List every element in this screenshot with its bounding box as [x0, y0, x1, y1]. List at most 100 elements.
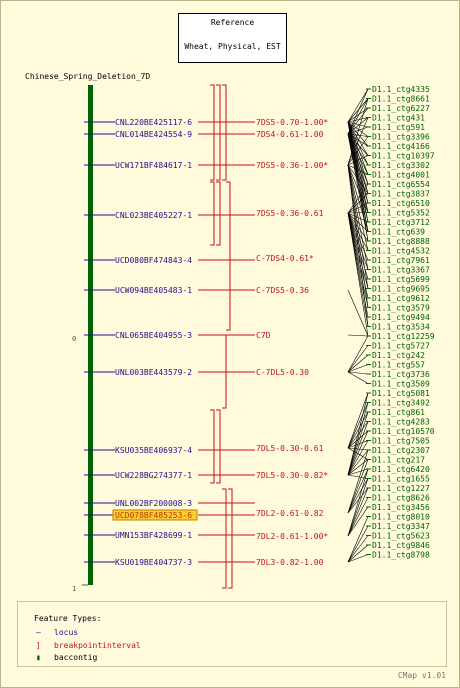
- breakpoint-label[interactable]: 7DS5-0.70-1.00*: [256, 118, 328, 127]
- contig-label[interactable]: D1.1_ctg3492: [372, 399, 430, 408]
- breakpoint-label[interactable]: 7DS5-0.36-0.61: [256, 209, 324, 218]
- correspondence-line: [347, 121, 369, 175]
- breakpoint-interval[interactable]: [222, 488, 227, 589]
- breakpoint-label[interactable]: 7DL5-0.30-0.61: [256, 444, 324, 453]
- reference-box[interactable]: Reference Wheat, Physical, EST: [178, 13, 287, 63]
- contig-label[interactable]: D1.1_ctg5081: [372, 389, 430, 398]
- contig-label[interactable]: D1.1_ctg4532: [372, 247, 430, 256]
- locus-label[interactable]: UCD080BF474843-4: [115, 256, 192, 265]
- contig-label[interactable]: D1.1_ctg861: [372, 408, 425, 417]
- correspondence-line: [347, 334, 369, 337]
- breakpoint-interval[interactable]: [210, 181, 215, 246]
- breakpoint-label[interactable]: 7DS5-0.36-1.00*: [256, 161, 328, 170]
- contig-label[interactable]: D1.1_ctg9494: [372, 313, 430, 322]
- contig-label[interactable]: D1.1_ctg7961: [372, 256, 430, 265]
- correspondence-line: [347, 440, 369, 476]
- locus-label[interactable]: CNL065BE404955-3: [115, 331, 192, 340]
- locus-label[interactable]: CNL014BE424554-9: [115, 130, 192, 139]
- locus-label[interactable]: UNL003BE443579-2: [115, 368, 192, 377]
- breakpoint-interval[interactable]: [222, 84, 227, 181]
- contig-label[interactable]: D1.1_ctg8798: [372, 551, 430, 560]
- contig-label[interactable]: D1.1_ctg3302: [372, 161, 430, 170]
- locus-label[interactable]: CNL220BE425117-6: [115, 118, 192, 127]
- contig-label[interactable]: D1.1_ctg1655: [372, 475, 430, 484]
- contig-label[interactable]: D1.1_ctg217: [372, 456, 425, 465]
- breakpoint-interval[interactable]: [216, 409, 221, 484]
- contig-label[interactable]: D1.1_ctg6227: [372, 104, 430, 113]
- locus-label[interactable]: UCW171BF484617-1: [115, 161, 192, 170]
- locus-label[interactable]: UCW228BG274377-1: [115, 471, 192, 480]
- correspondence-line: [347, 126, 369, 135]
- map-title[interactable]: Chinese_Spring_Deletion_7D: [25, 72, 151, 81]
- breakpoint-label[interactable]: C-7DS5-0.36: [256, 286, 309, 295]
- correspondence-line: [347, 133, 369, 194]
- contig-label[interactable]: D1.1_ctg3367: [372, 266, 430, 275]
- contig-label[interactable]: D1.1_ctg6420: [372, 465, 430, 474]
- correspondence-line: [347, 487, 369, 514]
- contig-label[interactable]: D1.1_ctg557: [372, 361, 425, 370]
- locus-label[interactable]: UMN153BF428699-1: [115, 531, 192, 540]
- contig-label[interactable]: D1.1_ctg639: [372, 228, 425, 237]
- contig-label[interactable]: D1.1_ctg7505: [372, 437, 430, 446]
- breakpoint-label[interactable]: C7D: [256, 331, 271, 340]
- contig-label[interactable]: D1.1_ctg10570: [372, 427, 435, 436]
- contig-label[interactable]: D1.1_ctg3396: [372, 133, 430, 142]
- contig-label[interactable]: D1.1_ctg12259: [372, 332, 435, 341]
- correspondence-line: [347, 371, 369, 384]
- contig-label[interactable]: D1.1_ctg8661: [372, 95, 430, 104]
- contig-label[interactable]: D1.1_ctg4335: [372, 85, 430, 94]
- contig-label[interactable]: D1.1_ctg5623: [372, 532, 430, 541]
- breakpoint-label[interactable]: 7DL5-0.30-0.82*: [256, 471, 328, 480]
- breakpoint-interval[interactable]: [210, 409, 215, 484]
- contig-label[interactable]: D1.1_ctg6510: [372, 199, 430, 208]
- breakpoint-interval[interactable]: [222, 334, 227, 409]
- contig-label[interactable]: D1.1_ctg5699: [372, 275, 430, 284]
- breakpoint-interval[interactable]: [216, 84, 221, 181]
- breakpoint-interval[interactable]: [210, 84, 215, 181]
- contig-label[interactable]: D1.1_ctg8010: [372, 513, 430, 522]
- contig-label[interactable]: D1.1_ctg431: [372, 114, 425, 123]
- contig-label[interactable]: D1.1_ctg5727: [372, 342, 430, 351]
- contig-label[interactable]: D1.1_ctg3534: [372, 323, 430, 332]
- breakpoint-interval[interactable]: [216, 181, 221, 246]
- contig-label[interactable]: D1.1_ctg4283: [372, 418, 430, 427]
- locus-label[interactable]: UNL002BF200008-3: [115, 499, 192, 508]
- legend-label-locus: locus: [54, 628, 79, 637]
- contig-label[interactable]: D1.1_ctg9695: [372, 285, 430, 294]
- contig-label[interactable]: D1.1_ctg242: [372, 351, 425, 360]
- contig-label[interactable]: D1.1_ctg3456: [372, 503, 430, 512]
- breakpoint-label[interactable]: 7DL2-0.61-1.00*: [256, 532, 328, 541]
- contig-label[interactable]: D1.1_ctg9612: [372, 294, 430, 303]
- locus-label[interactable]: UCW094BE405483-1: [115, 286, 192, 295]
- locus-label[interactable]: CNL023BE405227-1: [115, 211, 192, 220]
- contig-label[interactable]: D1.1_ctg2307: [372, 446, 430, 455]
- contig-label[interactable]: D1.1_ctg3736: [372, 370, 430, 379]
- breakpoint-label[interactable]: 7DL3-0.82-1.00: [256, 558, 324, 567]
- correspondence-line: [347, 354, 369, 373]
- contig-label[interactable]: D1.1_ctg4001: [372, 171, 430, 180]
- locus-label[interactable]: UCD078BF485253-6: [115, 511, 192, 520]
- contig-label[interactable]: D1.1_ctg3837: [372, 190, 430, 199]
- contig-label[interactable]: D1.1_ctg6554: [372, 180, 430, 189]
- correspondence-line: [347, 133, 369, 213]
- contig-label[interactable]: D1.1_ctg3509: [372, 380, 430, 389]
- contig-label[interactable]: D1.1_ctg10397: [372, 152, 435, 161]
- contig-label[interactable]: D1.1_ctg8888: [372, 237, 430, 246]
- locus-label[interactable]: KSU019BE404737-3: [115, 558, 192, 567]
- contig-label[interactable]: D1.1_ctg9846: [372, 541, 430, 550]
- contig-label[interactable]: D1.1_ctg1227: [372, 484, 430, 493]
- locus-label[interactable]: KSU035BE406937-4: [115, 446, 192, 455]
- breakpoint-label[interactable]: C-7DS4-0.61*: [256, 254, 314, 263]
- breakpoint-label[interactable]: C-7DL5-0.30: [256, 368, 309, 377]
- breakpoint-interval[interactable]: [228, 488, 233, 589]
- contig-label[interactable]: D1.1_ctg3712: [372, 218, 430, 227]
- contig-label[interactable]: D1.1_ctg3347: [372, 522, 430, 531]
- breakpoint-label[interactable]: 7DL2-0.61-0.82: [256, 509, 324, 518]
- contig-label[interactable]: D1.1_ctg5352: [372, 209, 430, 218]
- contig-label[interactable]: D1.1_ctg4166: [372, 142, 430, 151]
- breakpoint-interval[interactable]: [226, 181, 231, 331]
- contig-label[interactable]: D1.1_ctg8626: [372, 494, 430, 503]
- breakpoint-label[interactable]: 7DS4-0.61-1.00: [256, 130, 324, 139]
- contig-label[interactable]: D1.1_ctg3579: [372, 304, 430, 313]
- contig-label[interactable]: D1.1_ctg591: [372, 123, 425, 132]
